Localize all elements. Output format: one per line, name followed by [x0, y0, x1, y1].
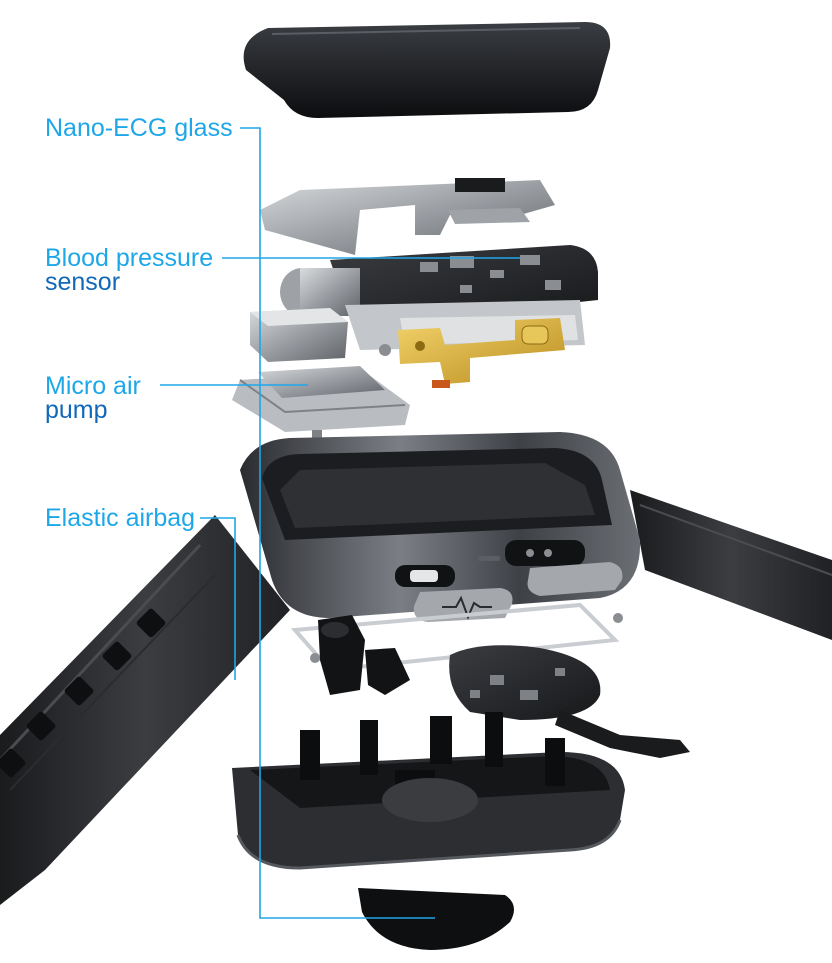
bottom-case [232, 712, 625, 870]
ecg-glass-panel [243, 22, 611, 118]
battery-block [250, 308, 348, 362]
label-air-pump-line1: Micro air [45, 372, 141, 400]
metal-bracket [260, 178, 555, 255]
gold-sensor-plate [398, 318, 565, 388]
plastic-spacer [318, 615, 410, 695]
label-airbag: Elastic airbag [45, 504, 196, 532]
heartbeat-wave-icon [442, 595, 492, 620]
label-bp-sensor-line2: sensor [45, 268, 121, 296]
micro-air-pump [232, 366, 410, 442]
label-ecg-glass: Nano-ECG glass [45, 114, 233, 142]
sensor-pcb [449, 645, 690, 758]
watch-case [240, 432, 641, 622]
bottom-cover-disk [358, 888, 514, 950]
label-air-pump-line2: pump [45, 396, 108, 424]
label-bp-sensor-line1: Blood pressure [45, 244, 214, 272]
right-strap [630, 490, 832, 640]
left-strap [0, 515, 290, 905]
main-pcb [280, 245, 598, 356]
callout-lines [160, 127, 520, 919]
seal-ring [290, 602, 623, 673]
